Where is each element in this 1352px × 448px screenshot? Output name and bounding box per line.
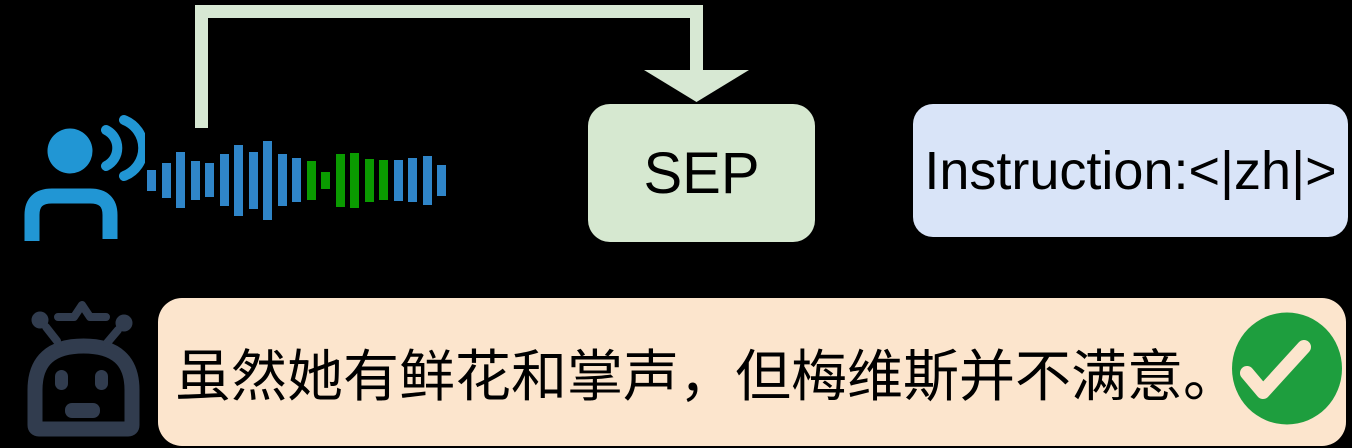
waveform-bar bbox=[161, 162, 171, 198]
sound-wave-large bbox=[119, 115, 145, 181]
response-text: 虽然她有鲜花和掌声，但梅维斯并不满意。 bbox=[175, 344, 1239, 408]
robot-eye-right bbox=[95, 370, 108, 390]
robot-icon bbox=[27, 301, 140, 437]
waveform-bar bbox=[205, 163, 214, 197]
sound-wave-small bbox=[101, 125, 123, 171]
robot-antenna-left-stem bbox=[42, 323, 61, 345]
person-body bbox=[24, 188, 118, 241]
waveform-bar bbox=[335, 153, 345, 207]
robot-eye-left bbox=[55, 370, 68, 390]
sep-token-box: SEP bbox=[588, 104, 815, 242]
waveform-bar bbox=[292, 158, 301, 202]
robot-crown bbox=[54, 301, 110, 321]
arrowhead-down-icon bbox=[644, 70, 749, 102]
waveform-bar bbox=[437, 164, 446, 196]
waveform-bar bbox=[379, 160, 388, 200]
check-circle-icon bbox=[1232, 312, 1342, 425]
robot-head bbox=[27, 338, 140, 437]
waveform-bar bbox=[306, 160, 316, 200]
waveform-bar bbox=[408, 158, 417, 202]
waveform-bar bbox=[277, 154, 287, 206]
waveform-bar bbox=[422, 155, 432, 205]
audio-waveform bbox=[147, 140, 452, 220]
waveform-bar bbox=[219, 154, 229, 206]
robot-mouth bbox=[65, 403, 100, 418]
waveform-bar bbox=[263, 140, 272, 220]
waveform-bar bbox=[248, 151, 258, 209]
waveform-bar bbox=[147, 169, 156, 191]
person-speaking-icon bbox=[24, 115, 145, 241]
response-bubble: 虽然她有鲜花和掌声，但梅维斯并不满意。 bbox=[158, 298, 1346, 446]
waveform-bar bbox=[190, 160, 200, 200]
sep-token-label: SEP bbox=[643, 140, 760, 206]
waveform-bar bbox=[364, 158, 374, 202]
waveform-bar bbox=[350, 152, 359, 208]
waveform-bar bbox=[321, 171, 330, 189]
waveform-bar bbox=[234, 144, 243, 216]
robot-antenna-right-stem bbox=[103, 326, 122, 347]
waveform-bar bbox=[393, 159, 403, 201]
person-head bbox=[47, 128, 93, 174]
waveform-bar bbox=[176, 152, 185, 208]
instruction-token-label: Instruction:<|zh|> bbox=[924, 140, 1337, 201]
instruction-token-box: Instruction:<|zh|> bbox=[913, 104, 1348, 237]
